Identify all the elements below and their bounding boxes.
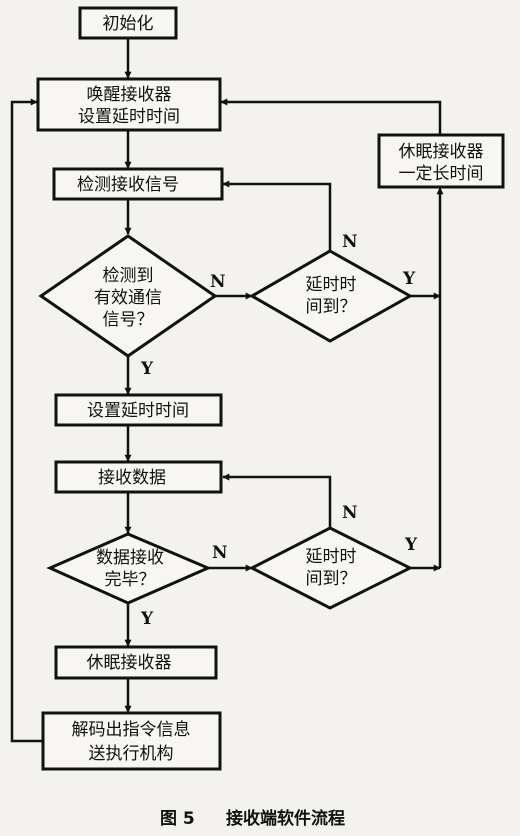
node-sleep-long-line2: 一定长时间 bbox=[399, 164, 484, 184]
node-sleep-long: 休眠接收器 一定长时间 bbox=[377, 133, 505, 189]
node-valid-line2: 有效通信 bbox=[94, 288, 162, 308]
node-done-line1: 数据接收 bbox=[96, 548, 164, 568]
label-done-yes: Y bbox=[140, 609, 154, 629]
caption-figure-number: 图 5 bbox=[160, 809, 195, 829]
node-wake-line2: 设置延时时间 bbox=[78, 107, 180, 127]
node-timeout-2-line1: 延时时 bbox=[306, 547, 357, 567]
connectors bbox=[10, 38, 444, 743]
node-wake: 唤醒接收器 设置延时时间 bbox=[36, 77, 222, 132]
node-sleep: 休眠接收器 bbox=[54, 645, 218, 680]
node-decode-line2: 送执行机构 bbox=[89, 744, 174, 764]
node-receive-data: 接收数据 bbox=[54, 460, 223, 494]
node-timeout-2: 延时时 间到？ bbox=[248, 526, 414, 610]
label-timeout1-yes: Y bbox=[402, 269, 416, 289]
figure-caption: 图 5 接收端软件流程 bbox=[160, 808, 345, 829]
node-detect-signal-label: 检测接收信号 bbox=[77, 175, 179, 195]
edge-sleeplong-wake bbox=[220, 98, 442, 134]
label-timeout2-no: N bbox=[342, 503, 358, 523]
node-timeout-2-line2: 间到？ bbox=[306, 569, 357, 589]
edge-timeout2-receive bbox=[222, 473, 332, 527]
label-valid-no: N bbox=[210, 272, 226, 292]
label-timeout1-no: N bbox=[342, 232, 358, 252]
node-done: 数据接收 完毕？ bbox=[46, 532, 212, 605]
node-sleep-long-line1: 休眠接收器 bbox=[399, 142, 484, 162]
node-valid-line1: 检测到 bbox=[103, 266, 154, 286]
node-sleep-label: 休眠接收器 bbox=[87, 653, 172, 673]
node-receive-data-label: 接收数据 bbox=[98, 468, 166, 488]
node-wake-line1: 唤醒接收器 bbox=[87, 85, 172, 105]
node-timeout-1-line1: 延时时 bbox=[306, 275, 357, 295]
branch-labels: N N Y Y N N Y Y bbox=[140, 232, 418, 629]
label-done-no: N bbox=[212, 543, 228, 563]
label-timeout2-yes: Y bbox=[404, 535, 418, 555]
caption-title: 接收端软件流程 bbox=[226, 808, 345, 829]
node-done-line2: 完毕？ bbox=[105, 570, 156, 590]
node-decode-line1: 解码出指令信息 bbox=[72, 720, 191, 740]
edge-decode-wake bbox=[10, 98, 42, 743]
node-timeout-1: 延时时 间到？ bbox=[248, 249, 414, 343]
node-set-delay: 设置延时时间 bbox=[54, 393, 223, 427]
node-init-label: 初始化 bbox=[103, 14, 154, 34]
label-valid-yes: Y bbox=[140, 359, 154, 379]
node-timeout-1-line2: 间到？ bbox=[306, 297, 357, 317]
node-detect-signal: 检测接收信号 bbox=[52, 167, 224, 201]
node-set-delay-label: 设置延时时间 bbox=[87, 401, 189, 421]
node-valid-signal: 检测到 有效通信 信号？ bbox=[38, 234, 218, 358]
node-init: 初始化 bbox=[78, 6, 178, 40]
node-valid-line3: 信号？ bbox=[103, 310, 154, 330]
node-decode: 解码出指令信息 送执行机构 bbox=[41, 711, 222, 771]
edge-timeout1-detect bbox=[222, 180, 332, 250]
